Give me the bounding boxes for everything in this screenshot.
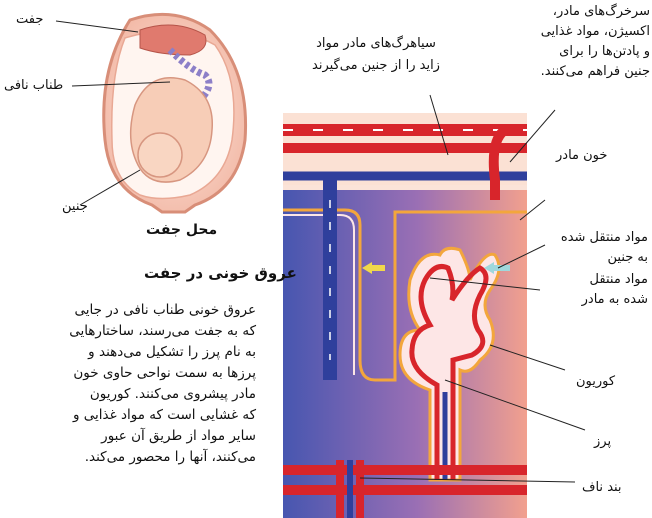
- label-to-mother: مواد منتقل شده به مادر: [530, 270, 648, 310]
- label-maternal-arteries: سرخرگ‌های مادر، اکسیژن، مواد غذایی و پاد…: [486, 2, 650, 82]
- figure-caption: محل جفت: [146, 222, 217, 238]
- paragraph-line: که به جفت می‌رسند، ساختارهایی: [18, 321, 256, 342]
- paragraph-line: که غشایی است که مواد غذایی و: [18, 405, 256, 426]
- section-heading: عروق خونی در جفت: [144, 264, 297, 282]
- arteries-line: اکسیژن، مواد غذایی: [486, 22, 650, 42]
- label-fetus: جنین: [62, 197, 88, 217]
- label-maternal-veins-2: زاید را از جنین می‌گیرند: [286, 56, 466, 76]
- arteries-line: جنین فراهم می‌کنند.: [486, 62, 650, 82]
- arteries-line: سرخرگ‌های مادر،: [486, 2, 650, 22]
- to-mother-line: شده به مادر: [530, 290, 648, 310]
- section-paragraph: عروق خونی طناب نافی در جایی که به جفت می…: [18, 300, 256, 468]
- paragraph-line: مادر پیشروی می‌کنند. کوریون: [18, 384, 256, 405]
- label-placenta: جفت: [16, 10, 43, 30]
- to-fetus-line: به جنین: [528, 248, 648, 268]
- label-maternal-blood: خون مادر: [556, 146, 607, 166]
- label-to-fetus: مواد منتقل شده به جنین: [528, 228, 648, 268]
- label-umbilical-cord-right: بند ناف: [582, 478, 622, 498]
- paragraph-line: سایر مواد از طریق آن عبور: [18, 426, 256, 447]
- label-villus: پرز: [594, 432, 611, 452]
- paragraph-line: به نام پرز را تشکیل می‌دهند و: [18, 342, 256, 363]
- to-mother-line: مواد منتقل: [530, 270, 648, 290]
- label-chorion: کوریون: [576, 372, 615, 392]
- arteries-line: و پادتن‌ها را برای: [486, 42, 650, 62]
- paragraph-line: می‌کنند، آنها را محصور می‌کند.: [18, 447, 256, 468]
- womb-illustration: [56, 14, 246, 212]
- label-maternal-veins-1: سیاهرگ‌های مادر مواد: [296, 34, 456, 54]
- paragraph-line: عروق خونی طناب نافی در جایی: [18, 300, 256, 321]
- fetus-head: [138, 133, 182, 177]
- to-fetus-line: مواد منتقل شده: [528, 228, 648, 248]
- placenta-detail: [283, 113, 527, 518]
- label-umbilical-cord: طناب نافی: [4, 76, 63, 96]
- paragraph-line: پرزها به سمت نواحی حاوی خون: [18, 363, 256, 384]
